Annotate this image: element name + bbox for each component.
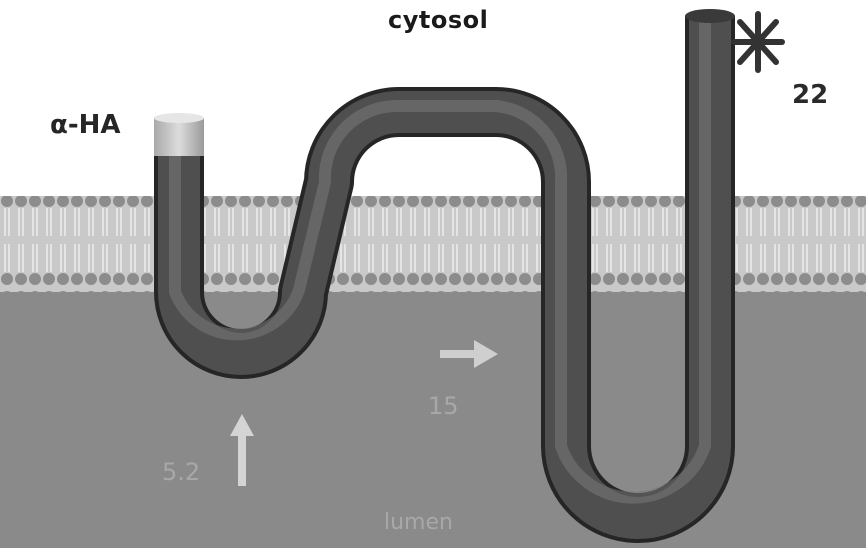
ha-tag-label: α-HA	[50, 110, 121, 140]
marker-22-label: 22	[792, 80, 828, 110]
cytosol-label: cytosol	[388, 6, 488, 34]
asterisk-star-icon	[734, 14, 782, 70]
ha-tag	[154, 118, 204, 156]
lumen-label: lumen	[384, 510, 453, 535]
marker-5-2-label: 5.2	[162, 458, 200, 486]
lipid-bilayer	[0, 196, 866, 292]
marker-15-label: 15	[428, 392, 459, 420]
